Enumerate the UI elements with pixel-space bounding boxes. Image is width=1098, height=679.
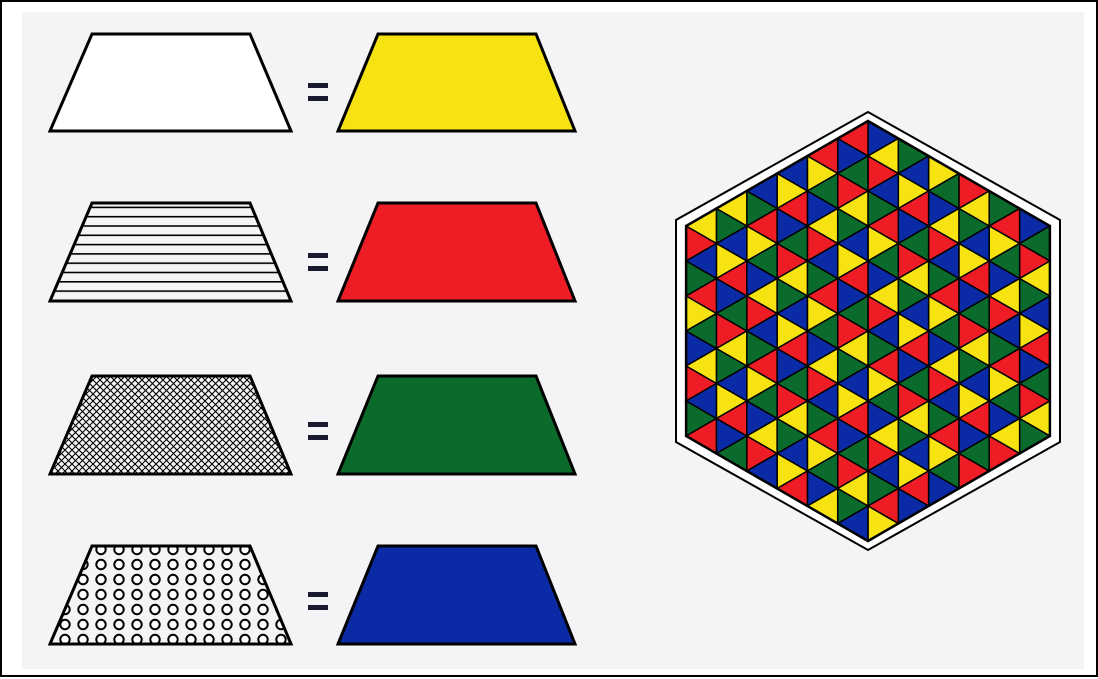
hexagon-mosaic: [2, 2, 1098, 679]
figure-frame: [0, 0, 1098, 677]
